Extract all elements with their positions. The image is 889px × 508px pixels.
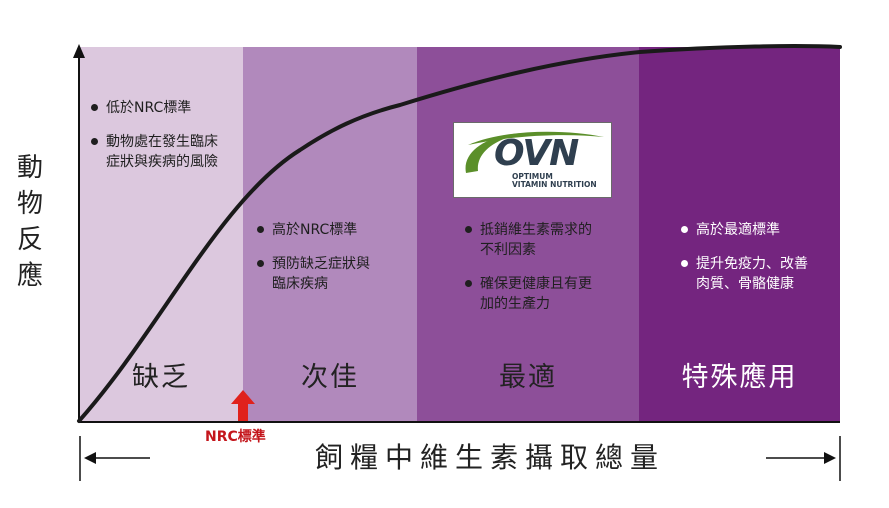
zone-4-bullets: 高於最適標準 提升免疫力、改善 肉質、骨骼健康 xyxy=(680,220,840,308)
zone-1-bullets: 低於NRC標準 動物處在發生臨床 症狀與疾病的風險 xyxy=(90,98,240,186)
logo-tagline: OPTIMUM VITAMIN NUTRITION xyxy=(512,173,597,189)
range-right-arrowhead xyxy=(824,452,836,464)
x-axis-label: 飼糧中維生素攝取總量 xyxy=(314,441,665,474)
response-curve xyxy=(77,44,842,423)
zone-3-bullets: 抵銷維生素需求的 不利因素 確保更健康且有更 加的生產力 xyxy=(464,220,634,328)
zone-4-bullet: 高於最適標準 xyxy=(680,220,840,240)
y-axis-label: 動物反應 xyxy=(12,150,48,294)
y-axis-label-char: 物 xyxy=(16,189,43,219)
y-axis-label-char: 反 xyxy=(16,225,43,255)
zone-2-bullets: 高於NRC標準 預防缺乏症狀與 臨床疾病 xyxy=(256,220,416,308)
y-axis-arrowhead xyxy=(73,44,85,58)
nrc-marker-label: NRC標準 xyxy=(205,429,266,445)
zone-2-title: 次佳 xyxy=(301,362,359,393)
logo-tagline-1: OPTIMUM xyxy=(512,172,553,181)
logo-swoosh-icon xyxy=(465,131,604,173)
zone-3-bullet: 抵銷維生素需求的 不利因素 xyxy=(464,220,634,260)
zone-2-bullet: 高於NRC標準 xyxy=(256,220,416,240)
zone-4-title: 特殊應用 xyxy=(681,362,798,393)
zone-optimal xyxy=(417,47,639,422)
logo-word: OVN xyxy=(494,133,579,174)
zone-3-title: 最適 xyxy=(499,362,557,393)
zone-2-bullet: 預防缺乏症狀與 臨床疾病 xyxy=(256,254,416,294)
nrc-marker-arrow xyxy=(231,390,255,421)
y-axis-label-char: 應 xyxy=(16,261,43,291)
y-axis-label-char: 動 xyxy=(16,153,43,183)
zone-special xyxy=(639,47,840,422)
zone-3-bullet: 確保更健康且有更 加的生產力 xyxy=(464,274,634,314)
zone-4-bullet: 提升免疫力、改善 肉質、骨骼健康 xyxy=(680,254,840,294)
zone-1-bullet: 低於NRC標準 xyxy=(90,98,240,118)
ovn-logo: OVN OPTIMUM VITAMIN NUTRITION xyxy=(453,122,612,198)
logo-tagline-2: VITAMIN NUTRITION xyxy=(512,180,597,189)
zone-1-bullet: 動物處在發生臨床 症狀與疾病的風險 xyxy=(90,132,240,172)
range-left-arrowhead xyxy=(84,452,96,464)
zone-1-title: 缺乏 xyxy=(132,362,190,393)
